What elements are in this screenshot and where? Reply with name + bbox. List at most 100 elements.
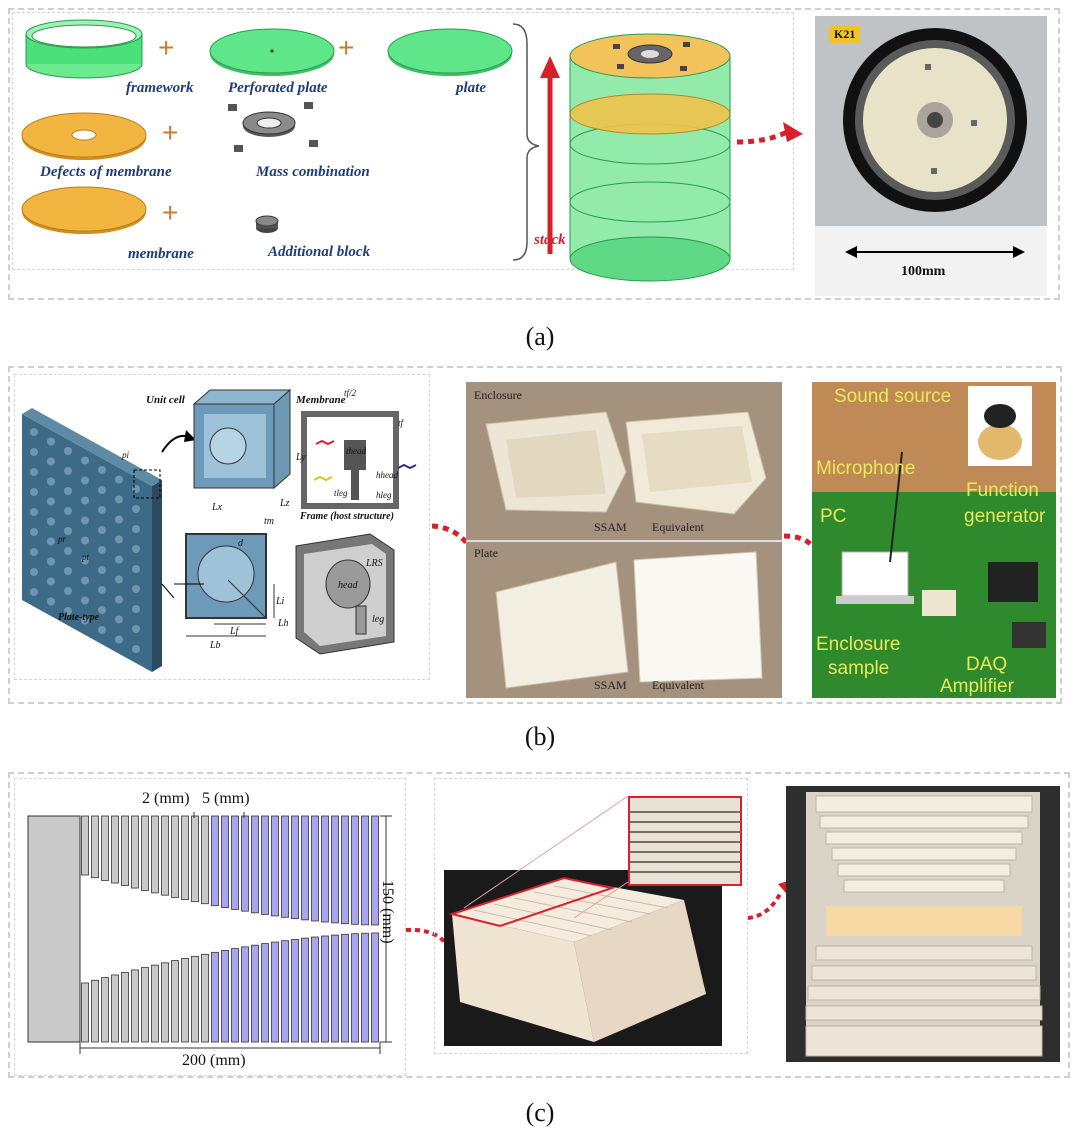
plate-label: plate (456, 80, 486, 96)
comb-slit-upper (191, 815, 199, 903)
plate-cell-mark (98, 606, 106, 614)
sample-3d-photo (444, 870, 722, 1046)
plus-sign: + (158, 32, 175, 63)
plate-cell-mark (132, 525, 140, 533)
ssam-label-top: SSAM (594, 520, 627, 534)
comb-slit-lower (251, 944, 259, 1043)
panel-a-frame (8, 8, 1060, 300)
ly-label: Ly (296, 452, 306, 463)
additional-block (255, 215, 279, 233)
comb-slit-upper (121, 815, 129, 886)
comb-slit-upper (371, 815, 379, 926)
photo-tag: K21 (829, 26, 861, 43)
panel-c-frame (8, 772, 1070, 1078)
plate-cell-mark (115, 615, 123, 624)
comb-slit-lower (271, 941, 279, 1043)
plate-cell-mark (64, 507, 72, 515)
panel-b-schematic (22, 388, 417, 672)
comb-slit-lower (131, 969, 139, 1043)
enclosure-sample-label-2: sample (828, 658, 890, 679)
plate-cell-mark (30, 488, 38, 496)
plate-cell-mark (47, 497, 55, 506)
comb-slit-lower (151, 964, 159, 1043)
comb-slit-upper (281, 815, 289, 918)
plate-cell-mark (115, 555, 123, 564)
tf-label: tf (398, 418, 404, 428)
plate-cell-mark (115, 595, 123, 604)
plate-cell-mark (30, 548, 38, 556)
tleg-label: tleg (334, 488, 348, 498)
comb-slit-lower (241, 946, 249, 1043)
comb-slit-upper (221, 815, 229, 908)
plate-cell-mark (30, 468, 38, 476)
comb-slit-lower (211, 951, 219, 1043)
comb-slit-upper (111, 815, 119, 884)
plate-cell-mark (30, 528, 38, 536)
function-label: Function (966, 480, 1039, 501)
comb-slit-upper (331, 815, 339, 924)
plate-cell-mark (47, 457, 55, 466)
comb-slit-upper (181, 815, 189, 900)
comb-slit-lower (141, 967, 149, 1043)
comb-slit-upper (311, 815, 319, 922)
plate-cell-mark (30, 428, 38, 436)
equivalent-label-bottom: Equivalent (652, 678, 704, 692)
panel-b-caption: (b) (524, 722, 556, 751)
defects-of-membrane-label: Defects of membrane (40, 164, 172, 180)
comb-slit-lower (281, 940, 289, 1043)
tf-half-label: tf/2 (344, 388, 357, 398)
plate-cell-mark (98, 586, 106, 594)
sound-source-label: Sound source (834, 386, 952, 407)
installed-sample-photo (786, 786, 1060, 1062)
mass-combination-label: Mass combination (256, 164, 370, 180)
comb-slit-upper (321, 815, 329, 923)
pc-label: PC (820, 506, 847, 527)
zoom-lines (463, 795, 629, 919)
perforated-plate-disk (209, 28, 335, 76)
comb-slit-upper (201, 815, 209, 905)
plate-cell-mark (64, 547, 72, 555)
plate-cell-mark (81, 456, 89, 465)
unit-cell-label: Unit cell (146, 394, 185, 406)
plate-cell-mark (47, 597, 55, 606)
enclosure-sample-label-1: Enclosure (816, 634, 901, 655)
panel-a-parts-box (12, 12, 794, 270)
plate-photo-label: Plate (474, 546, 498, 560)
plate-cell-mark (115, 495, 123, 504)
panel-b-schematic-box (14, 374, 430, 680)
plate-cell-mark (64, 587, 72, 595)
comb-slit-lower (331, 934, 339, 1043)
plate-cell-mark (98, 566, 106, 574)
pi-label: pi (122, 450, 130, 460)
frame-label: Frame (host structure) (300, 511, 394, 522)
comb-slit-lower (321, 935, 329, 1043)
leg-label: leg (372, 614, 385, 625)
mass-combination (228, 102, 318, 152)
amplifier-label: Amplifier (940, 676, 1014, 697)
hleg-label: hleg (376, 490, 392, 500)
comb-slit-lower (181, 958, 189, 1043)
comb-slit-upper (341, 815, 349, 925)
comb-slit-lower (101, 977, 109, 1043)
plate-type-label: Plate-type (58, 612, 100, 623)
comb-slit-lower (311, 936, 319, 1043)
microphone-label: Microphone (816, 458, 916, 479)
plate-cell-mark (98, 626, 106, 634)
plate-cell-mark (98, 486, 106, 494)
zoom-inset-photo (628, 796, 742, 886)
plate-cell-mark (64, 447, 72, 455)
plate-cell-mark (30, 448, 38, 456)
comb-slit-upper (271, 815, 279, 917)
plate-cell-mark (47, 537, 55, 546)
comb-slit-lower (301, 937, 309, 1043)
ssam-label-bottom: SSAM (594, 678, 627, 692)
comb-slit-lower (371, 932, 379, 1043)
thead-label: thead (346, 446, 366, 456)
daq-label: DAQ (966, 654, 1008, 675)
lf-label: Lf (230, 626, 239, 637)
plate-cell-mark (132, 565, 140, 573)
equivalent-label-top: Equivalent (652, 520, 704, 534)
plate-disk (387, 28, 513, 76)
panel-a-parts-drawing (21, 19, 513, 234)
membrane-disk (21, 186, 147, 234)
